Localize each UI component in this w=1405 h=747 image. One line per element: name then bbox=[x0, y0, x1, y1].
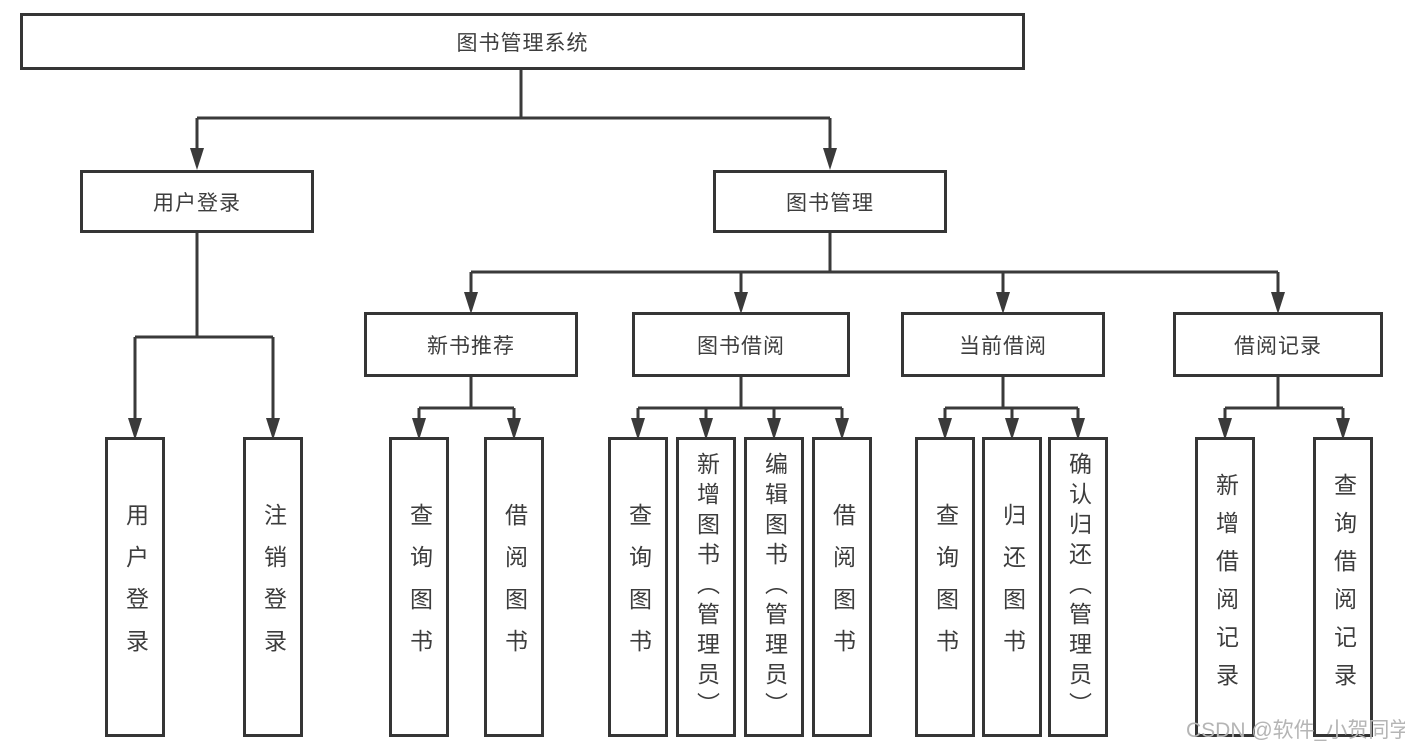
connector-user-login-to-leaves bbox=[133, 233, 275, 424]
arrowhead-query-books-2 bbox=[631, 418, 645, 440]
leaf-query-books-1: 查询图书 bbox=[389, 437, 449, 737]
node-library-management-system: 图书管理系统 bbox=[20, 13, 1025, 70]
leaf-label: 查询图书 bbox=[932, 503, 959, 671]
arrowhead-leaf-logout bbox=[266, 418, 280, 440]
leaf-user-login: 用户登录 bbox=[105, 437, 165, 737]
arrowhead-borrowing-records bbox=[1271, 292, 1285, 314]
leaf-label: 用户登录 bbox=[122, 503, 149, 671]
leaf-confirm-return-admin: 确认归还（管理员） bbox=[1048, 437, 1108, 737]
connector-new-book-recommend-to-leaves bbox=[417, 377, 516, 424]
leaf-query-books-2: 查询图书 bbox=[608, 437, 668, 737]
watermark: CSDN @软件_小贺同学 bbox=[1186, 719, 1405, 742]
node-current-borrowing: 当前借阅 bbox=[901, 312, 1105, 377]
arrowhead-add-book bbox=[699, 418, 713, 440]
connector-book-management-to-level3 bbox=[469, 233, 1280, 298]
arrowhead-current-borrowing bbox=[996, 292, 1010, 314]
arrowhead-new-book-recommend bbox=[464, 292, 478, 314]
node-borrowing-records: 借阅记录 bbox=[1173, 312, 1383, 377]
arrowhead-user-login bbox=[190, 148, 204, 170]
node-label: 图书借阅 bbox=[697, 334, 785, 358]
node-label: 图书管理 bbox=[786, 191, 874, 215]
leaf-label: 注销登录 bbox=[260, 503, 287, 671]
leaf-add-borrow-record: 新增借阅记录 bbox=[1195, 437, 1255, 737]
connector-current-borrowing-to-leaves bbox=[943, 377, 1080, 424]
leaf-label: 查询借阅记录 bbox=[1330, 473, 1357, 701]
arrowhead-query-borrow-record bbox=[1336, 418, 1350, 440]
arrowhead-add-borrow-record bbox=[1218, 418, 1232, 440]
arrowhead-return-books bbox=[1005, 418, 1019, 440]
node-label: 新书推荐 bbox=[427, 334, 515, 358]
leaf-borrow-books-2: 借阅图书 bbox=[812, 437, 872, 737]
leaf-label: 借阅图书 bbox=[829, 503, 856, 671]
connector-borrowing-records-to-leaves bbox=[1223, 377, 1345, 424]
node-user-login: 用户登录 bbox=[80, 170, 314, 233]
leaf-label: 查询图书 bbox=[625, 503, 652, 671]
node-label: 用户登录 bbox=[153, 191, 241, 215]
arrowhead-query-books-3 bbox=[938, 418, 952, 440]
leaf-add-book-admin: 新增图书（管理员） bbox=[676, 437, 736, 737]
connector-book-borrowing-to-leaves bbox=[636, 377, 844, 424]
node-label: 借阅记录 bbox=[1234, 334, 1322, 358]
arrowhead-query-books-1 bbox=[412, 418, 426, 440]
arrowhead-book-borrowing bbox=[734, 292, 748, 314]
leaf-borrow-books-1: 借阅图书 bbox=[484, 437, 544, 737]
leaf-label: 确认归还（管理员） bbox=[1065, 452, 1092, 722]
leaf-label: 查询图书 bbox=[406, 503, 433, 671]
leaf-label: 编辑图书（管理员） bbox=[761, 452, 788, 722]
leaf-label: 归还图书 bbox=[999, 503, 1026, 671]
connector-root-to-level2 bbox=[195, 70, 832, 152]
leaf-query-books-3: 查询图书 bbox=[915, 437, 975, 737]
leaf-label: 新增图书（管理员） bbox=[693, 452, 720, 722]
node-book-borrowing: 图书借阅 bbox=[632, 312, 850, 377]
node-label: 图书管理系统 bbox=[456, 31, 589, 55]
leaf-return-books: 归还图书 bbox=[982, 437, 1042, 737]
node-new-book-recommend: 新书推荐 bbox=[364, 312, 578, 377]
node-book-management: 图书管理 bbox=[713, 170, 947, 233]
arrowhead-borrow-books-1 bbox=[507, 418, 521, 440]
leaf-edit-book-admin: 编辑图书（管理员） bbox=[744, 437, 804, 737]
leaf-label: 新增借阅记录 bbox=[1212, 473, 1239, 701]
arrowhead-confirm-return bbox=[1071, 418, 1085, 440]
arrowhead-leaf-user-login bbox=[128, 418, 142, 440]
leaf-query-borrow-record: 查询借阅记录 bbox=[1313, 437, 1373, 737]
arrowhead-edit-book bbox=[767, 418, 781, 440]
leaf-logout: 注销登录 bbox=[243, 437, 303, 737]
arrowhead-book-management bbox=[823, 148, 837, 170]
arrowhead-borrow-books-2 bbox=[835, 418, 849, 440]
leaf-label: 借阅图书 bbox=[501, 503, 528, 671]
node-label: 当前借阅 bbox=[959, 334, 1047, 358]
